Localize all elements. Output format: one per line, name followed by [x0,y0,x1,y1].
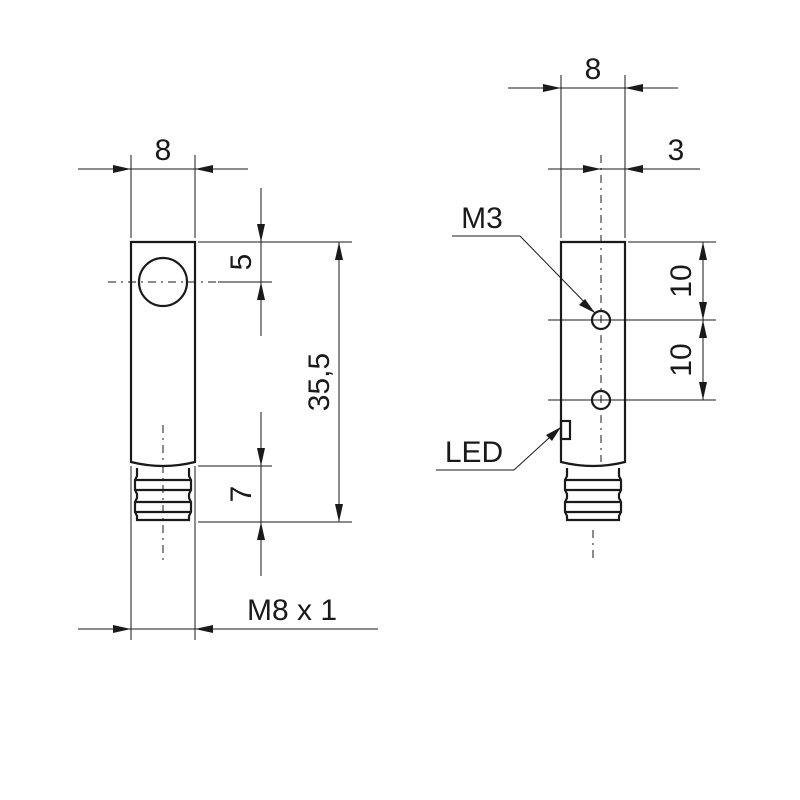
front-length-value: 35,5 [303,353,336,411]
side-m3-callout: M3 [452,202,596,314]
side-thread-connector [563,468,623,522]
front-view: 8 5 35,5 7 [78,134,378,640]
front-hole-offset-dimension: 5 [198,188,352,336]
side-hole-spacing-value-1: 10 [665,264,698,297]
side-view: 8 3 M3 10 10 [436,53,716,560]
front-thread-length-value: 7 [225,486,258,503]
side-m3-label: M3 [461,202,503,235]
side-width-dimension: 8 [508,53,678,238]
front-thread-label: M8 x 1 [247,594,337,627]
front-thread-dimension: M8 x 1 [78,466,378,640]
side-sensor-body [559,240,627,468]
front-length-dimension: 35,5 [198,242,352,523]
side-offset-dimension: 3 [548,134,700,173]
side-hole-spacing-dimension: 10 10 [548,241,716,401]
front-width-value: 8 [155,134,172,167]
side-offset-value: 3 [668,134,685,167]
side-width-value: 8 [585,53,602,86]
side-led-callout: LED [436,426,562,471]
front-hole-offset-value: 5 [225,254,258,271]
front-width-dimension: 8 [78,134,248,238]
front-thread-length-dimension: 7 [198,412,272,576]
front-mounting-hole [137,256,189,308]
side-led-window [559,419,572,441]
side-hole-spacing-value-2: 10 [665,343,698,376]
side-led-label: LED [445,436,503,469]
front-sensor-body [129,240,197,468]
